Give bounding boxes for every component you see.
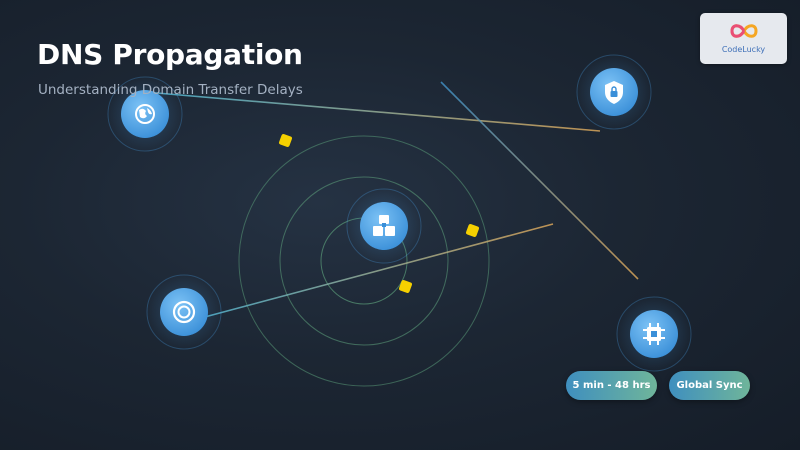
- link-diagonal: [440, 81, 639, 280]
- security-node: [576, 54, 652, 130]
- propagation-time-badge: 5 min - 48 hrs: [566, 371, 657, 400]
- page-title: DNS Propagation: [37, 38, 303, 71]
- propagation-rings: [238, 135, 490, 387]
- brand-logo[interactable]: CodeLucky: [700, 13, 787, 64]
- infinity-logo-icon: [730, 24, 758, 38]
- globe-node: [107, 76, 183, 152]
- packet-2: [466, 224, 479, 237]
- global-sync-badge: Global Sync: [669, 371, 750, 400]
- target-icon: [172, 300, 196, 324]
- dns-server-node: [346, 188, 422, 264]
- connection-lines: [144, 81, 639, 323]
- server-cluster-icon: [373, 215, 395, 236]
- packet-3: [399, 280, 412, 293]
- ring-outer: [238, 135, 490, 387]
- processor-node: [616, 296, 692, 372]
- link-globe-security: [144, 91, 601, 132]
- page-subtitle: Understanding Domain Transfer Delays: [38, 82, 303, 98]
- target-node: [146, 274, 222, 350]
- data-packets: [279, 134, 479, 293]
- logo-text: CodeLucky: [721, 45, 766, 54]
- packet-1: [279, 134, 292, 147]
- globe-icon: [135, 104, 155, 124]
- chip-icon: [643, 323, 665, 345]
- ring-middle: [279, 176, 449, 346]
- shield-lock-icon: [605, 81, 623, 104]
- link-target-east: [185, 223, 554, 323]
